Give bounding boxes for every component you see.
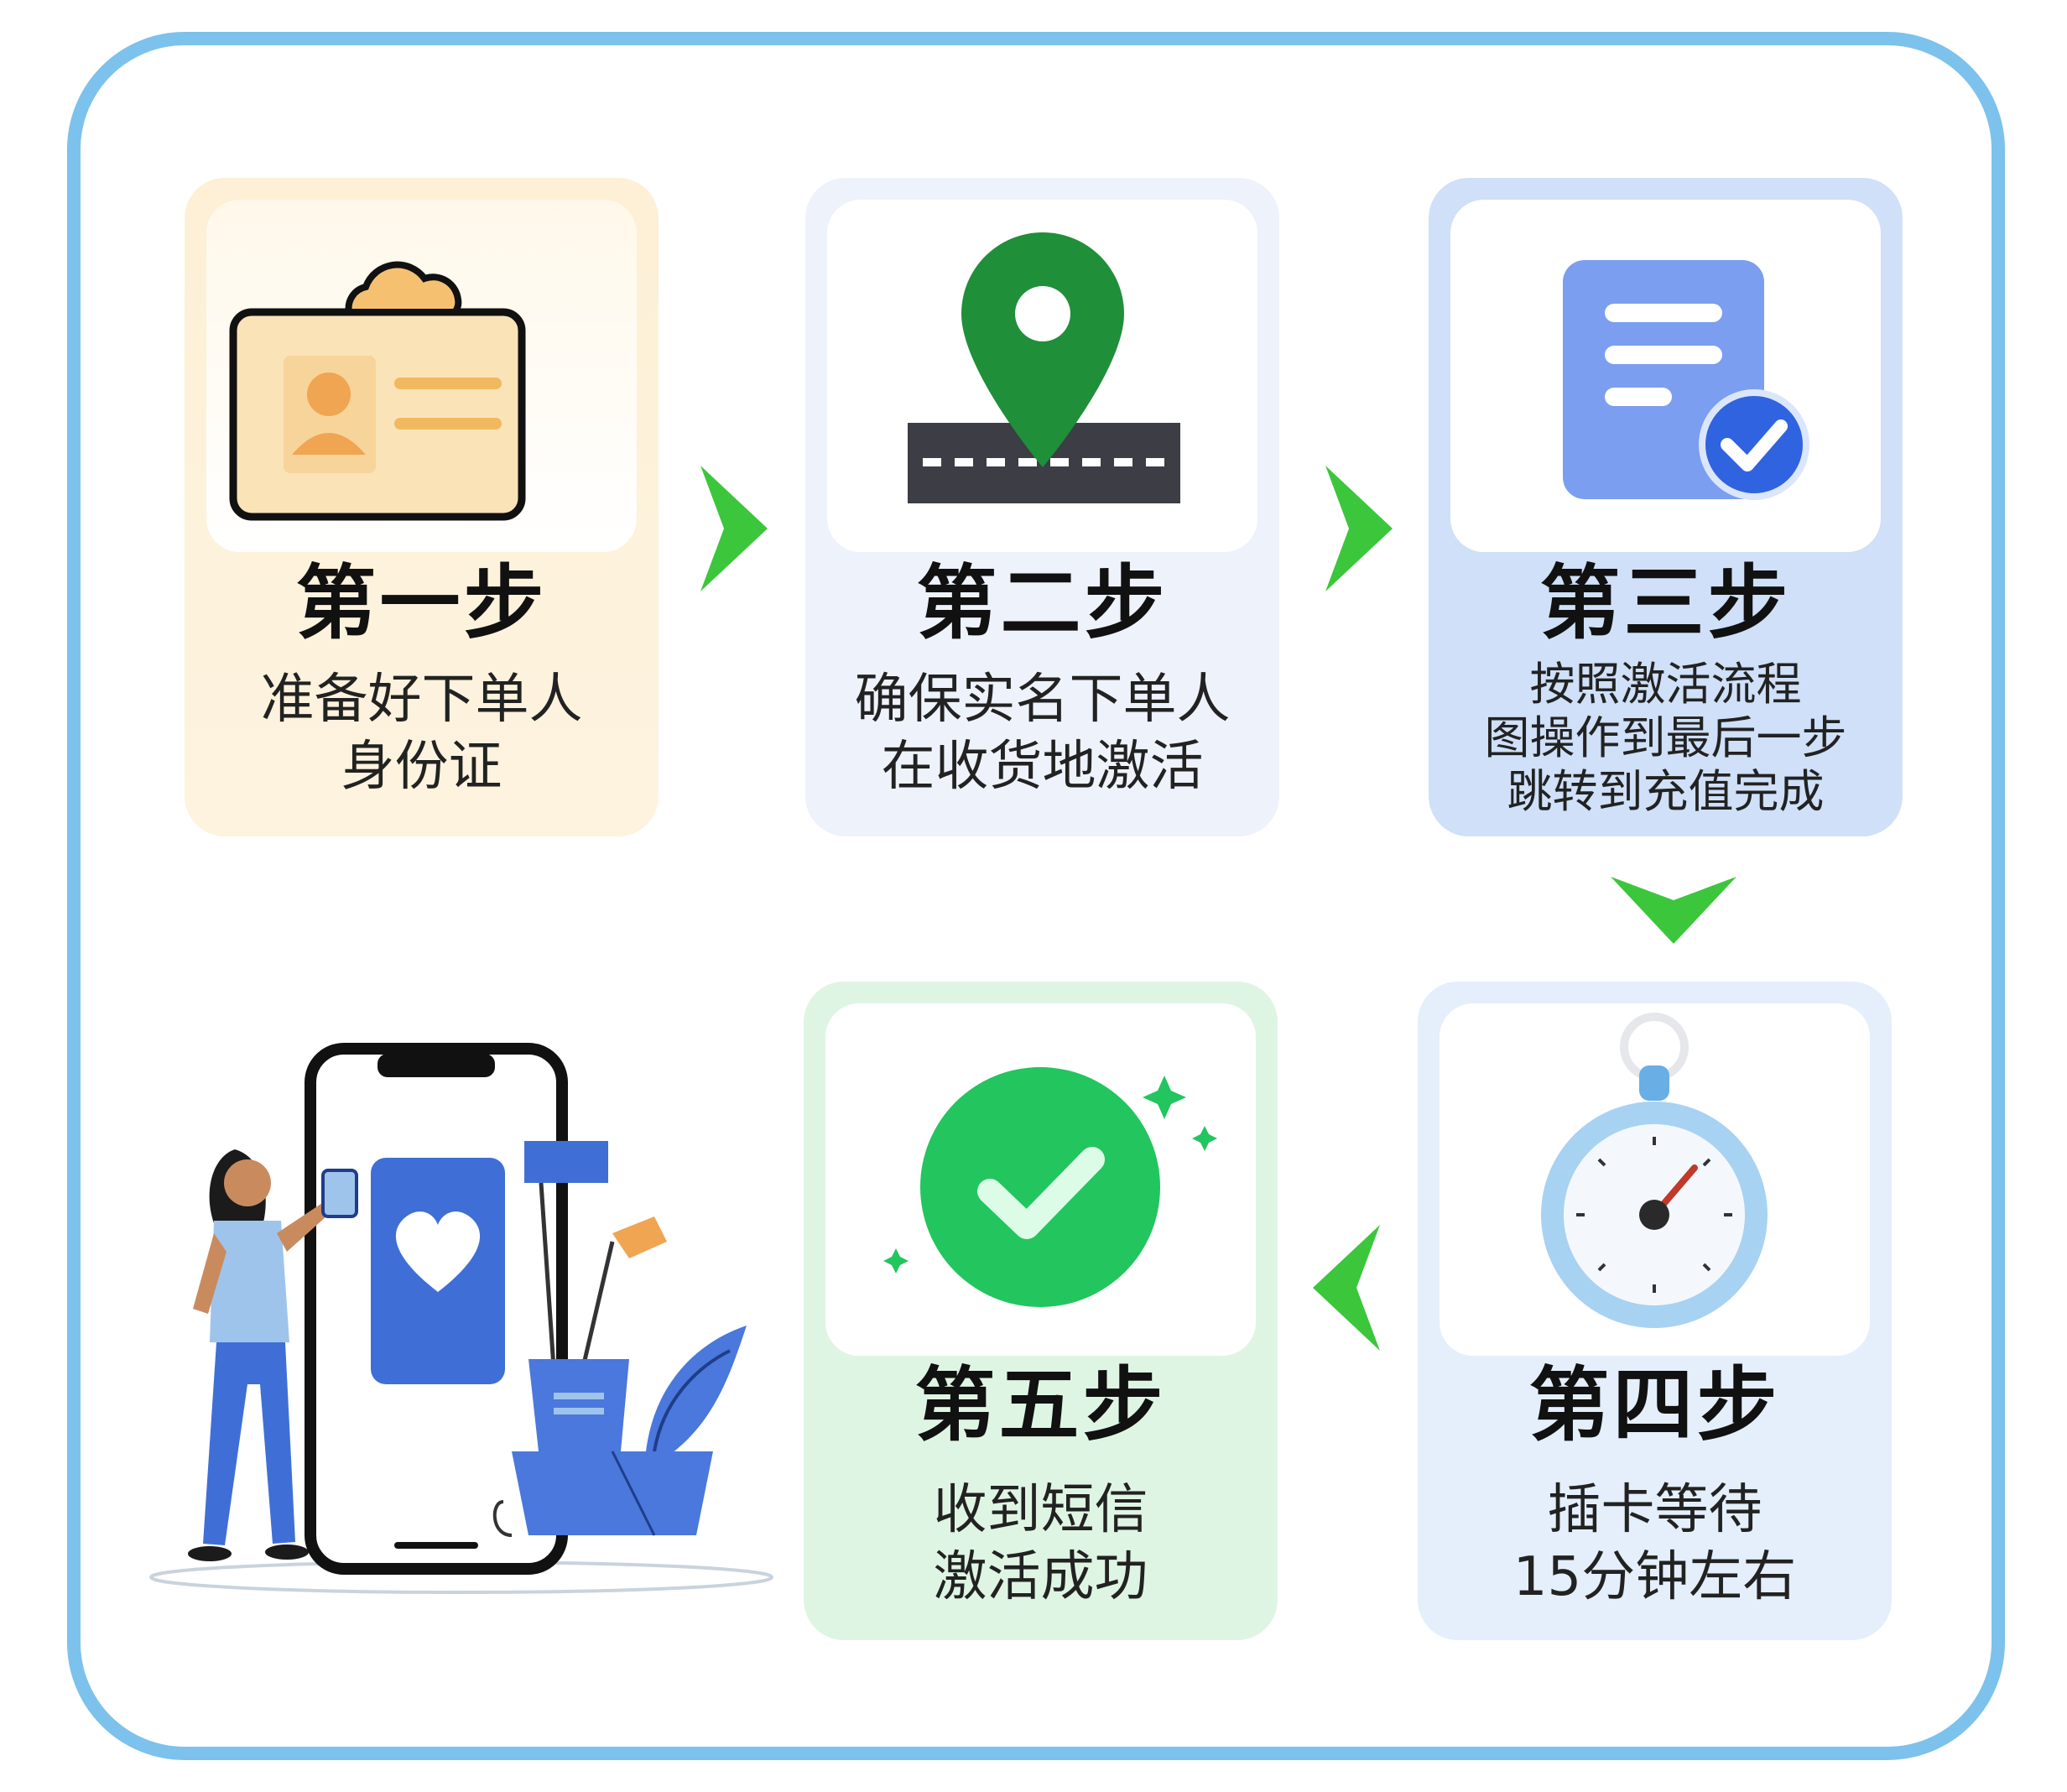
step-5-line-1: 收到短信	[933, 1479, 1148, 1541]
step-2-line-1: 确保实名下单人	[854, 669, 1231, 731]
step-1-description: 准备好下单人 身份证	[185, 666, 659, 800]
id-card-icon	[185, 178, 659, 572]
step-card-3: 第三步 按照激活流程 图操作到最后一步 跳转到充值完成	[1429, 178, 1903, 836]
step-3-line-3: 跳转到充值完成	[1507, 765, 1825, 818]
step-5-title: 第五步	[914, 1358, 1167, 1452]
arrow-down-icon	[1611, 877, 1736, 944]
location-pin-icon	[805, 178, 1279, 572]
step-4-line-2: 15分钟左右	[1513, 1546, 1797, 1608]
step-3-line-1: 按照激活流程	[1529, 658, 1802, 711]
arrow-left-icon	[1313, 1225, 1380, 1351]
stopwatch-icon	[1418, 982, 1892, 1376]
step-5-line-2: 激活成功	[933, 1546, 1148, 1608]
step-3-line-2: 图操作到最后一步	[1484, 711, 1847, 764]
step-1-line-2: 身份证	[341, 736, 502, 798]
phone-woman-illustration	[109, 1032, 780, 1619]
step-2-description: 确保实名下单人 在收货地激活	[805, 666, 1279, 800]
arrow-right-icon	[700, 466, 768, 591]
step-2-line-2: 在收货地激活	[881, 736, 1204, 798]
step-4-title: 第四步	[1528, 1358, 1781, 1452]
step-3-description: 按照激活流程 图操作到最后一步 跳转到充值完成	[1429, 658, 1903, 819]
step-5-description: 收到短信 激活成功	[804, 1477, 1278, 1611]
step-card-1: 第一步 准备好下单人 身份证	[185, 178, 659, 836]
step-card-5: 第五步 收到短信 激活成功	[804, 982, 1278, 1640]
step-4-line-1: 插卡等待	[1547, 1479, 1762, 1541]
step-1-line-1: 准备好下单人	[260, 669, 583, 731]
step-card-4: 第四步 插卡等待 15分钟左右	[1418, 982, 1892, 1640]
step-3-title: 第三步	[1539, 556, 1792, 650]
step-1-title: 第一步	[295, 556, 548, 650]
check-circle-icon	[804, 982, 1278, 1376]
step-2-title: 第二步	[916, 556, 1169, 650]
arrow-right-icon	[1325, 466, 1393, 591]
document-check-icon	[1429, 178, 1903, 572]
step-4-description: 插卡等待 15分钟左右	[1418, 1477, 1892, 1611]
step-card-2: 第二步 确保实名下单人 在收货地激活	[805, 178, 1279, 836]
